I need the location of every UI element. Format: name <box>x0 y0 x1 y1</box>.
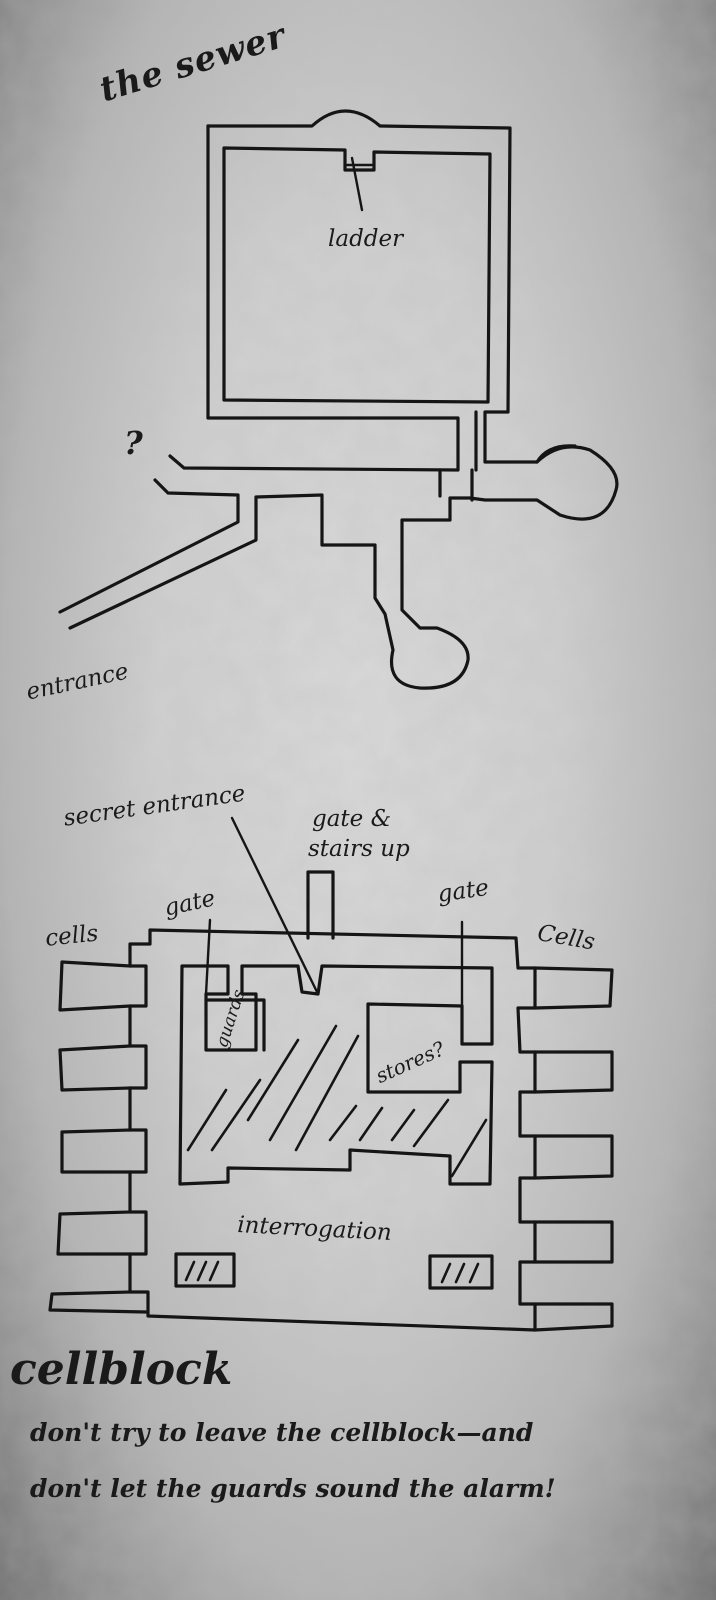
footer-line-1: don't try to leave the cellblock—and <box>30 1418 534 1447</box>
gate-stairs-label-line2: stairs up <box>308 836 410 862</box>
interrogation-box-right <box>428 1254 494 1290</box>
sewer-east-pool <box>535 444 577 464</box>
stairs-up-stub <box>306 870 335 940</box>
cellblock-title: cellblock <box>10 1344 233 1395</box>
cells-right <box>533 966 614 1332</box>
ladder-label: ladder <box>328 226 404 252</box>
ladder-marker <box>350 156 364 212</box>
secret-entrance-pointer <box>230 816 320 996</box>
hatching <box>186 1024 488 1178</box>
gate-left-marker <box>204 918 212 996</box>
guards-room <box>204 998 266 1052</box>
interrogation-box-left-hatch <box>184 1260 220 1282</box>
footer-line-2: don't let the guards sound the alarm! <box>30 1474 556 1503</box>
cellblock-inner-wall <box>178 964 494 1186</box>
sewer-map <box>58 109 619 690</box>
cells-left-label: cells <box>44 920 100 952</box>
cells-left <box>48 960 148 1314</box>
unknown-marker: ? <box>124 424 143 462</box>
sewer-south-corridor <box>438 410 478 502</box>
sewer-corridor-upper-wall <box>168 124 460 472</box>
sewer-inner-room <box>222 146 492 404</box>
interrogation-box-left <box>174 1252 236 1288</box>
sewer-corridor-lower-wall <box>58 478 240 614</box>
cellblock-map <box>48 816 614 1332</box>
gate-stairs-label-line1: gate & <box>312 806 392 832</box>
interrogation-box-right-hatch <box>440 1262 480 1284</box>
sewer-chamber-outer-wall <box>68 109 619 690</box>
